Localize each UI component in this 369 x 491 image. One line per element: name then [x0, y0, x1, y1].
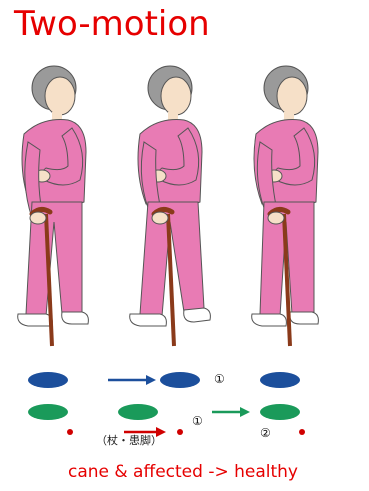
elderly-woman-with-cane-illustration	[118, 62, 236, 354]
green-foot-1	[28, 404, 68, 420]
step-marker-1a: ①	[214, 372, 225, 386]
blue-foot-2	[160, 372, 200, 388]
step-sub-label: （杖・患脚）	[96, 432, 162, 448]
green-foot-2	[118, 404, 158, 420]
figure-1	[2, 62, 120, 354]
red-dot-2	[177, 429, 183, 435]
red-dot-1	[67, 429, 73, 435]
green-foot-3	[260, 404, 300, 420]
page-title: Two-motion	[14, 4, 210, 44]
footstep-diagram	[0, 360, 369, 460]
figure-3	[234, 62, 352, 354]
blue-foot-3	[260, 372, 300, 388]
elderly-woman-with-cane-illustration	[234, 62, 352, 354]
figure-2	[118, 62, 236, 354]
step-marker-2: ②	[260, 426, 271, 440]
caption: cane & affected -> healthy	[68, 462, 298, 482]
blue-foot-1	[28, 372, 68, 388]
red-dot-3	[299, 429, 305, 435]
elderly-woman-with-cane-illustration	[2, 62, 120, 354]
step-marker-1b: ①	[192, 414, 203, 428]
